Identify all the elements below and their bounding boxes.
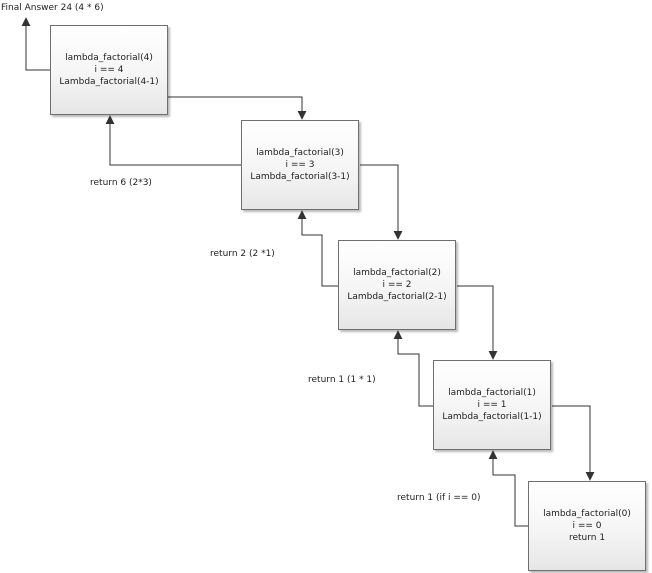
return-label-2: return 2 (2 *1): [210, 249, 275, 259]
call-text: lambda_factorial(1): [448, 388, 536, 398]
final-answer-label: Final Answer 24 (4 * 6): [1, 3, 104, 13]
condition-text: i == 3: [285, 160, 315, 170]
call-box-factorial-0: lambda_factorial(0) i == 0 return 1: [528, 481, 646, 571]
return-label-3: return 6 (2*3): [90, 178, 152, 188]
return-arrow-2-to-3: [297, 210, 338, 287]
final-answer-arrow: [21, 17, 50, 71]
recursive-call-text: Lambda_factorial(3-1): [250, 172, 350, 182]
recursive-call-text: Lambda_factorial(2-1): [347, 292, 447, 302]
call-box-factorial-2: lambda_factorial(2) i == 2 Lambda_factor…: [338, 240, 456, 330]
call-text: lambda_factorial(4): [65, 53, 153, 63]
call-box-factorial-1: lambda_factorial(1) i == 1 Lambda_factor…: [433, 360, 551, 450]
call-arrow-4-to-3: [168, 96, 307, 120]
return-label-1: return 1 (1 * 1): [308, 375, 376, 385]
call-arrow-3-to-2: [360, 164, 403, 240]
condition-text: i == 4: [94, 65, 124, 75]
condition-text: i == 0: [572, 521, 602, 531]
call-text: lambda_factorial(0): [543, 509, 631, 519]
return-arrow-0-to-1: [488, 450, 528, 527]
call-text: lambda_factorial(3): [256, 148, 344, 158]
call-box-factorial-4: lambda_factorial(4) i == 4 Lambda_factor…: [50, 25, 168, 115]
call-box-factorial-3: lambda_factorial(3) i == 3 Lambda_factor…: [241, 120, 359, 210]
call-arrow-1-to-0: [552, 405, 595, 481]
return-arrow-1-to-2: [393, 330, 433, 407]
base-case-text: return 1: [568, 533, 606, 543]
condition-text: i == 1: [477, 400, 507, 410]
recursive-call-text: Lambda_factorial(1-1): [442, 412, 542, 422]
recursive-call-text: Lambda_factorial(4-1): [59, 77, 159, 87]
return-label-0: return 1 (if i == 0): [397, 493, 481, 503]
return-arrow-3-to-4: [105, 115, 241, 166]
condition-text: i == 2: [382, 280, 412, 290]
call-text: lambda_factorial(2): [353, 268, 441, 278]
call-arrow-2-to-1: [457, 285, 498, 360]
